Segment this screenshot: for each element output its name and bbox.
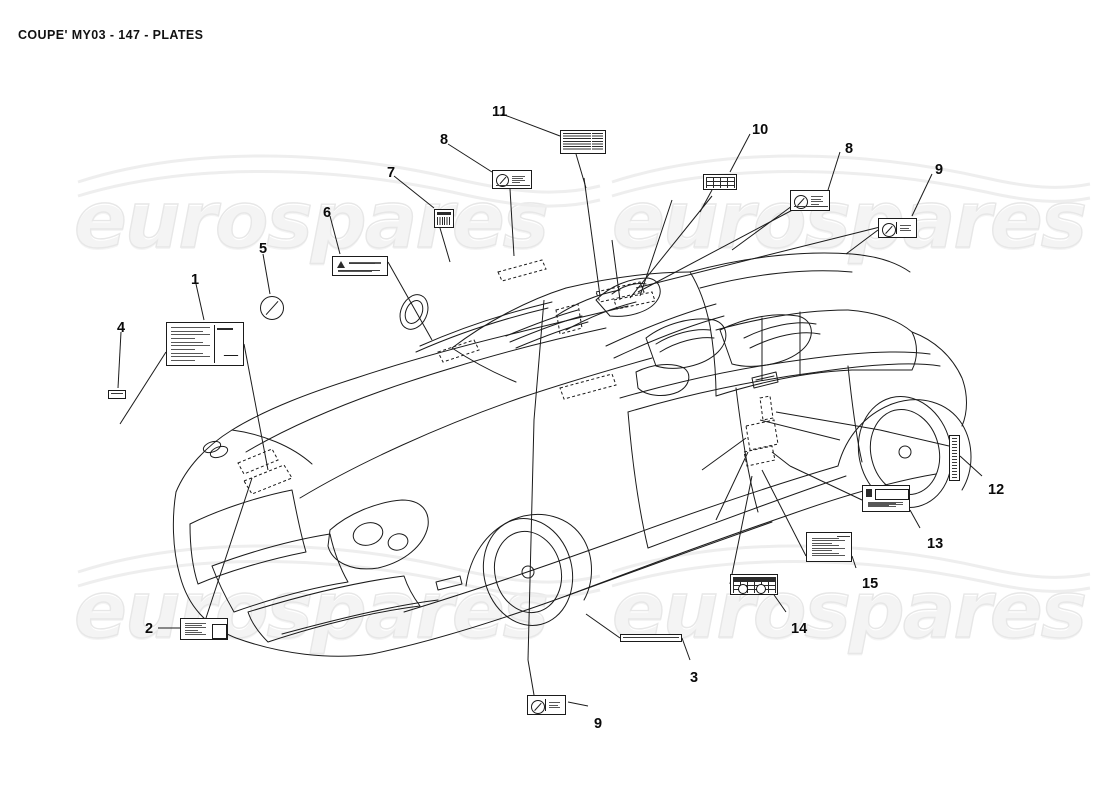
callout-number-12: 12: [988, 482, 1005, 498]
callout-number-10: 10: [752, 122, 769, 138]
callout-number-15: 15: [862, 576, 879, 592]
plate-emissions-table[interactable]: [560, 130, 606, 154]
plate-micro[interactable]: [108, 390, 126, 399]
plate-barcode[interactable]: [434, 209, 454, 228]
plate-airbag-warning[interactable]: [790, 190, 830, 211]
watermark-eurospares: eurospares: [611, 175, 1088, 266]
callout-number-1: 1: [191, 272, 200, 288]
plate-airbag-warning[interactable]: [492, 170, 532, 189]
plate-vertical-strip[interactable]: [949, 435, 960, 481]
decal-prohibition-disc[interactable]: [260, 296, 284, 320]
callout-number-11: 11: [492, 104, 508, 120]
plate-strip[interactable]: [620, 634, 682, 642]
watermark-eurospares: eurospares: [611, 565, 1088, 656]
plate-grid-data[interactable]: [703, 174, 737, 190]
callout-number-9-upper: 9: [935, 162, 944, 178]
callout-number-8-right: 8: [845, 141, 854, 157]
callout-number-13: 13: [927, 536, 944, 552]
page-title: COUPE' MY03 - 147 - PLATES: [18, 28, 204, 42]
callout-number-4: 4: [117, 320, 126, 336]
callout-number-6: 6: [323, 205, 332, 221]
plate-instruction[interactable]: [806, 532, 852, 562]
callout-number-9-lower: 9: [594, 716, 603, 732]
callout-number-8-left: 8: [440, 132, 449, 148]
plate-tyre-pressure[interactable]: [730, 574, 778, 595]
plate-service-info[interactable]: [862, 485, 910, 512]
callout-number-2: 2: [145, 621, 154, 637]
callout-number-7: 7: [387, 165, 396, 181]
callout-number-3: 3: [690, 670, 699, 686]
watermark-eurospares: eurospares: [73, 175, 550, 266]
callout-number-14: 14: [791, 621, 808, 637]
plate-prohibition-text[interactable]: [527, 695, 566, 715]
plate-prohibition-text[interactable]: [878, 218, 917, 238]
watermark-eurospares: eurospares: [73, 565, 550, 656]
plate-warning-wide[interactable]: [332, 256, 388, 276]
plate-type-approval[interactable]: [180, 618, 228, 640]
plate-identification-data[interactable]: [166, 322, 244, 366]
callout-number-5: 5: [259, 241, 268, 257]
